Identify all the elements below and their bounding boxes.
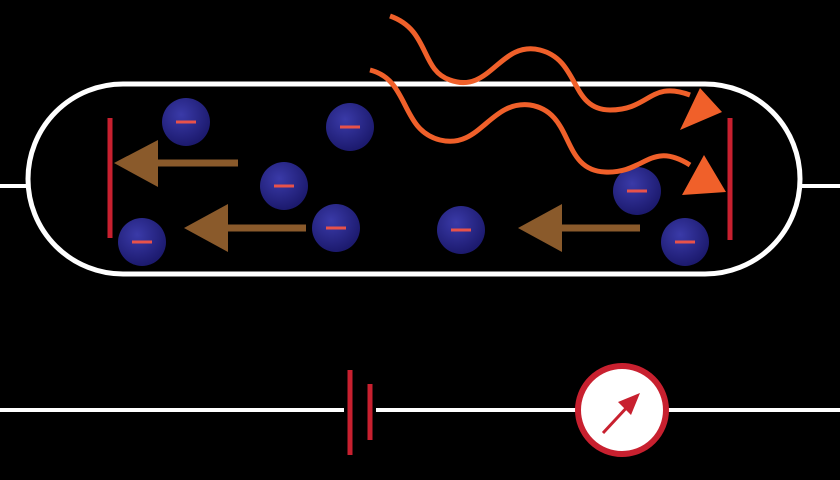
electron [118, 218, 166, 266]
vacuum-tube [25, 81, 803, 277]
electron-direction-arrow [184, 204, 306, 252]
light-wave [389, 13, 722, 130]
ammeter [575, 363, 669, 457]
electron [312, 204, 360, 252]
light-wave [369, 67, 726, 195]
electron-direction-arrow [114, 140, 238, 187]
electron [437, 206, 485, 254]
electron [326, 103, 374, 151]
electron [661, 218, 709, 266]
electron [162, 98, 210, 146]
meter-needle-icon [601, 393, 640, 435]
electron-direction-arrow [518, 204, 640, 252]
electron [260, 162, 308, 210]
electron [613, 167, 661, 215]
